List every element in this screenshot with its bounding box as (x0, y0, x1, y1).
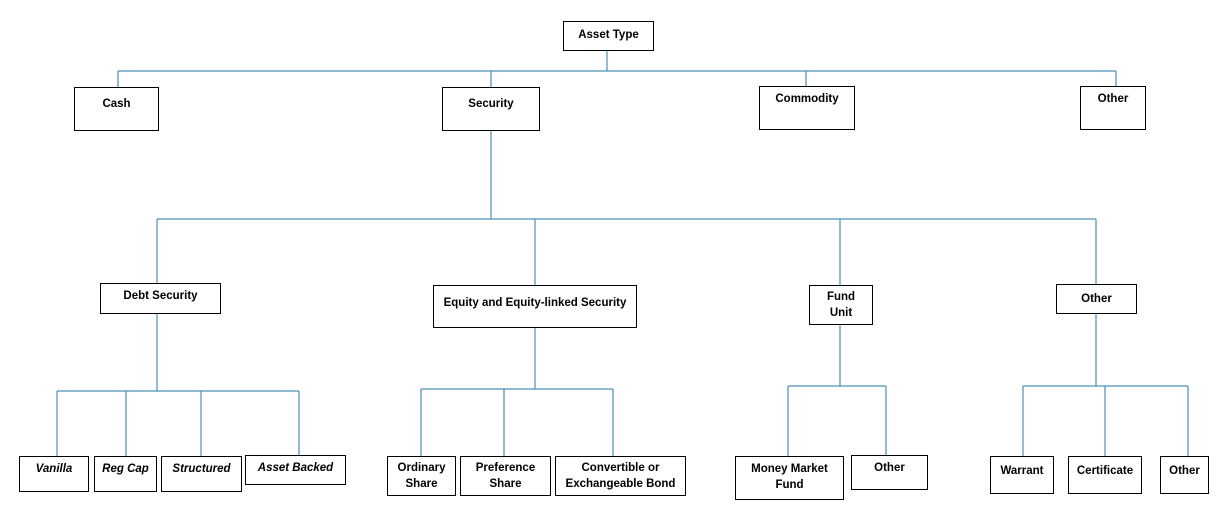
node-commodity: Commodity (759, 86, 855, 130)
node-certificate: Certificate (1068, 456, 1142, 494)
node-label: Other (874, 462, 905, 474)
node-label: Money Market Fund (751, 463, 828, 491)
node-label: Structured (172, 463, 231, 475)
node-label: Warrant (1000, 465, 1044, 477)
node-label: Other (1169, 465, 1200, 477)
node-label: Reg Cap (102, 463, 149, 475)
node-other-bottom: Other (1160, 456, 1209, 494)
node-label: Asset Type (578, 29, 639, 41)
node-label: Equity and Equity-linked Security (443, 297, 627, 309)
connector-debt (56, 314, 300, 456)
node-label: Debt Security (123, 290, 198, 302)
node-cash: Cash (74, 87, 159, 131)
node-structured: Structured (161, 456, 242, 492)
node-label: Fund Unit (826, 291, 856, 319)
node-label: Ordinary Share (397, 462, 446, 490)
node-asset-backed: Asset Backed (245, 455, 346, 485)
node-label: Asset Backed (257, 462, 334, 474)
node-label: Convertible or Exchangeable Bond (565, 462, 676, 490)
node-label: Other (1097, 93, 1129, 105)
node-convertible-bond: Convertible or Exchangeable Bond (555, 456, 686, 496)
connector-fund (787, 325, 887, 456)
node-other-fund: Other (851, 455, 928, 490)
node-preference-share: Preference Share (460, 456, 551, 496)
node-other-top: Other (1080, 86, 1146, 130)
node-label: Security (468, 98, 514, 110)
node-label: Other (1081, 293, 1112, 305)
node-security: Security (442, 87, 540, 131)
node-ordinary-share: Ordinary Share (387, 456, 456, 496)
node-other-mid: Other (1056, 284, 1137, 314)
node-label: Cash (102, 98, 131, 110)
node-warrant: Warrant (990, 456, 1054, 494)
connector-equity (420, 328, 614, 456)
node-debt-security: Debt Security (100, 283, 221, 314)
connector-security (156, 131, 1097, 285)
node-asset-type: Asset Type (563, 21, 654, 51)
node-label: Certificate (1076, 465, 1134, 477)
connector-root (117, 51, 1117, 87)
connector-other (1022, 314, 1189, 456)
node-label: Vanilla (35, 463, 73, 475)
node-vanilla: Vanilla (19, 456, 89, 492)
node-fund-unit: Fund Unit (809, 285, 873, 325)
node-reg-cap: Reg Cap (94, 456, 157, 492)
node-money-market-fund: Money Market Fund (735, 456, 844, 500)
node-label: Commodity (775, 93, 839, 105)
node-equity: Equity and Equity-linked Security (433, 285, 637, 328)
node-label: Preference Share (475, 462, 536, 490)
